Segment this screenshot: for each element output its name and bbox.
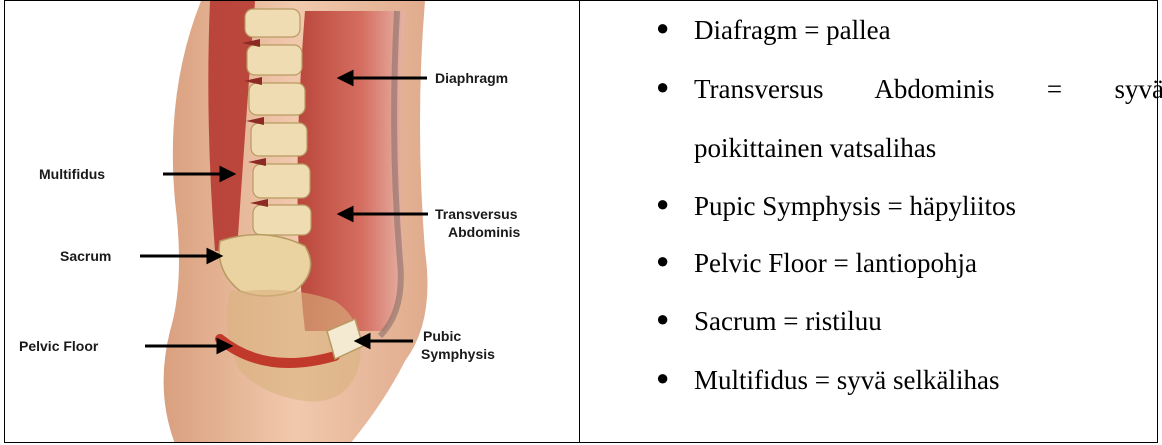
glossary-item-text: Diafragm = pallea bbox=[694, 15, 891, 45]
glossary-item: ● Sacrum = ristiluu bbox=[694, 306, 1162, 337]
label-sacrum: Sacrum bbox=[60, 248, 111, 264]
glossary-item-text: Multifidus = syvä selkälihas bbox=[694, 365, 999, 395]
bullet-icon: ● bbox=[656, 191, 669, 217]
transversus-muscle bbox=[298, 11, 406, 331]
label-pubic-line2: Symphysis bbox=[421, 346, 495, 362]
glossary-item-text-line1: Transversus Abdominis = syvä bbox=[694, 74, 1162, 105]
glossary-item: ● Transversus Abdominis = syvä poikittai… bbox=[694, 74, 1162, 164]
bullet-icon: ● bbox=[656, 74, 669, 100]
bullet-icon: ● bbox=[656, 15, 669, 41]
anatomy-figure-cell: Diaphragm Multifidus Transversus Abdomin… bbox=[5, 1, 580, 442]
bullet-icon: ● bbox=[656, 248, 669, 274]
glossary-item: ● Diafragm = pallea bbox=[694, 15, 1162, 46]
label-transversus-line2: Abdominis bbox=[448, 224, 520, 240]
glossary-item: ● Multifidus = syvä selkälihas bbox=[694, 365, 1162, 396]
label-multifidus: Multifidus bbox=[39, 166, 105, 182]
glossary-cell: ● Diafragm = pallea ● Transversus Abdomi… bbox=[580, 1, 1157, 442]
glossary-item-text: Pelvic Floor = lantiopohja bbox=[694, 248, 977, 278]
glossary-item: ● Pelvic Floor = lantiopohja bbox=[694, 248, 1162, 279]
label-pubic-line1: Pubic bbox=[423, 328, 461, 344]
label-transversus-line1: Transversus bbox=[435, 206, 518, 222]
bullet-icon: ● bbox=[656, 365, 669, 391]
glossary-item-text: Pupic Symphysis = häpyliitos bbox=[694, 191, 1016, 221]
glossary-item-text: Sacrum = ristiluu bbox=[694, 306, 882, 336]
glossary-item: ● Pupic Symphysis = häpyliitos bbox=[694, 191, 1162, 222]
bullet-icon: ● bbox=[656, 306, 669, 332]
label-diaphragm: Diaphragm bbox=[435, 70, 508, 86]
glossary-item-text-line2: poikittainen vatsalihas bbox=[694, 133, 1162, 164]
document-table: Diaphragm Multifidus Transversus Abdomin… bbox=[4, 0, 1158, 443]
label-pelvic-floor: Pelvic Floor bbox=[19, 338, 98, 354]
